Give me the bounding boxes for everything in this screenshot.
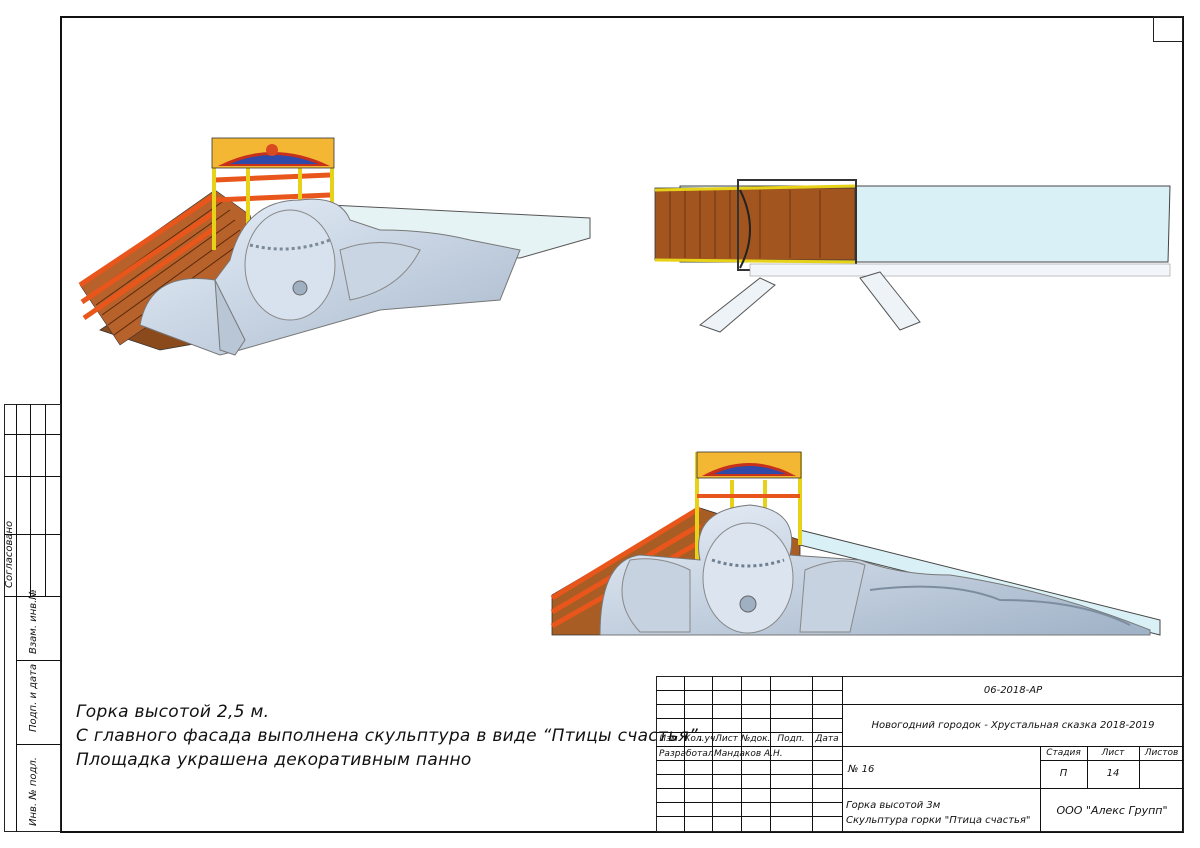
inv-original-label: Инв. № подл. [28,757,39,826]
note-line-1: Горка высотой 2,5 м. [76,702,270,722]
top-view [654,179,1171,333]
drawing-title-1: Горка высотой 3м [846,800,941,811]
header-koluch: Кол.уч. [684,734,719,744]
company-name: ООО "Алекс Групп" [1056,804,1168,817]
sign-date-label: Подп. и дата [28,663,39,732]
note-line-2: С главного фасада выполнена скульптура в… [76,726,704,746]
drawing-title-2: Скульптура горки "Птица счастья" [846,815,1031,826]
perspective-view [78,137,591,356]
header-list: Лист [715,734,738,744]
corner-box [1153,16,1183,42]
item-number: № 16 [848,764,875,775]
doc-code: 06-2018-АР [983,685,1043,696]
stage-value: П [1059,768,1068,779]
header-podp: Подп. [777,734,805,744]
header-ndok: №док. [741,734,771,744]
note-line-3: Площадка украшена декоративным панно [76,750,472,770]
sheet-value: 14 [1106,768,1120,779]
stage-label: Стадия [1046,748,1081,758]
project-name: Новогодний городок - Хрустальная сказка … [871,720,1155,731]
sheets-label: Листов [1144,748,1179,758]
front-facade-view [550,451,1161,636]
developer-role: Разработал [659,749,714,759]
header-izm: Изм. [659,734,681,744]
header-data: Дата [815,734,839,744]
sheet-label: Лист [1101,748,1125,758]
developer-name: Мандаков А.Н. [714,749,783,759]
